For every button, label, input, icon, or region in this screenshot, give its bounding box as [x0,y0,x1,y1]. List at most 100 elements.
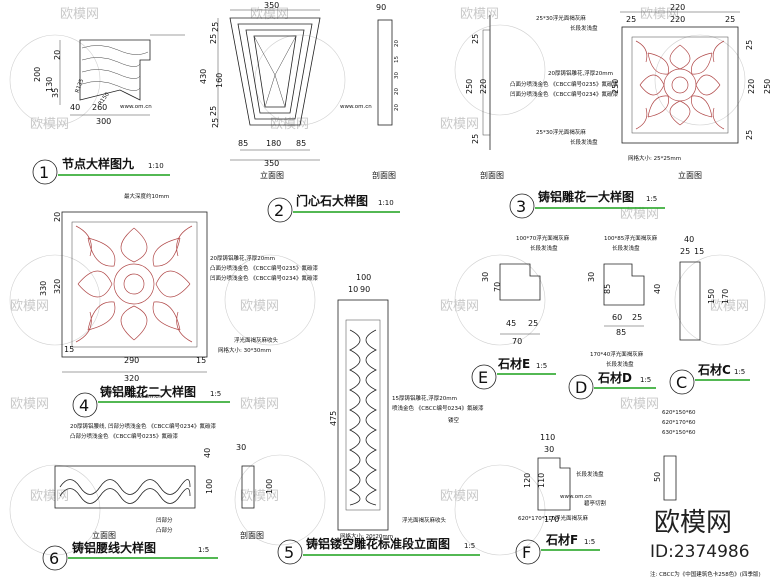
note-text: 凹面分喷浅金色 《CBCC编号0234》氟碳漆 [510,90,618,98]
dim-label: 330 [39,281,48,296]
dim-label: 15 [196,356,206,365]
watermark-text: 欧模网 [30,117,69,132]
detail-scale: 1:5 [584,538,595,546]
elevation-label: 立面图 [678,170,702,180]
note-text: 620*150*60 [662,410,696,416]
dim-label: 20 [394,104,400,111]
detail-scale: 1:5 [210,390,221,398]
watermark-site: www.om.cn [120,104,152,110]
watermark-text: 欧模网 [30,489,69,504]
note-text: 凸部分 [156,526,173,534]
dim-label: 15 [694,247,704,256]
detail-6-title: 6 铸铝腰线大样图 1:5 [42,540,218,571]
watermark-text: 欧模网 [620,397,659,412]
note-text: 凸面分喷浅金色 《CBCC编号0235》氟碳漆 [510,80,618,88]
dim-label: 85 [238,139,248,148]
watermark-text: 欧模网 [240,489,279,504]
note-text: 长段发浅盘 [612,244,640,252]
detail-5-title: 5 铸铝镂空雕花标准段立面图 1:5 [277,536,480,565]
dim-label: 290 [124,356,139,365]
watermark-text: 欧模网 [240,299,279,314]
dim-label: 90 [360,285,370,294]
dim-label: 40 [684,235,694,244]
watermark-site: www.om.cn [130,394,162,400]
dim-label: 35 [51,88,60,98]
detail-3-drawing: 25 250 220 25 25*30浮光面褐灰麻 长段发浅盘 20厚铸铝雕花,… [465,3,772,180]
watermark-text: 欧模网 [440,489,479,504]
dim-label: 60 [612,313,622,322]
detail-3-title: 3 铸铝雕花一大样图 1:5 [509,189,665,219]
note-text: 凸面分喷浅金色 《CBCC编号0235》氟碳漆 [210,264,318,272]
detail-title: 铸铝镂空雕花标准段立面图 [306,536,450,551]
stone-c-drawing: 40 25 15 150 170 [679,235,730,341]
footer-note: 注: CBCC为《中国建筑色卡258色》(四季版) [650,570,761,578]
watermark-text: 欧模网 [240,397,279,412]
detail-number: 2 [274,201,284,220]
section-label: 剖面图 [240,530,264,540]
watermark-site: www.om.cn [560,494,592,500]
dim-label: 90 [376,3,386,12]
elevation-label: 立面图 [92,530,116,540]
detail-number: D [575,378,587,397]
dim-label: 30 [236,443,246,452]
detail-title: 石材E [497,356,530,371]
detail-number: 5 [284,543,294,562]
dim-label: 45 [506,319,516,328]
dim-label: 150 [707,289,716,304]
detail-number: C [676,373,687,392]
dim-label: 10 [348,285,358,294]
dim-label: 85 [616,328,626,337]
detail-5-drawing: 100 10 90 475 15厚铸铝雕花,浮厚20mm 喷浅金色 《CBCC编… [329,273,484,540]
note-text: 碧亭切割 [584,499,607,507]
dim-label: 350 [264,1,279,10]
dim-label: 25 [471,134,480,144]
detail-4-drawing: 最大深度约10mm 330 320 20 15 290 15 320 20厚铸铝… [39,192,318,383]
dim-label: 40 [70,103,80,112]
stone-c-title: C 石材C 1:5 [669,362,750,395]
dim-label: 110 [540,433,555,442]
brand-id: ID:2374986 [650,542,750,562]
dim-label: 40 [653,284,662,294]
dim-label: 25 [209,106,218,116]
detail-1-drawing: 200 130 35 20 40 260 300 R135 R150 [33,34,185,126]
section-label: 剖面图 [372,170,396,180]
stone-e-drawing: 100*70浮光面褐灰麻 长段发浅盘 30 70 45 25 70 [481,234,570,346]
watermark-text: 欧模网 [60,7,99,22]
dim-label: 25 [725,15,735,24]
dim-label: 170 [544,515,559,524]
note-text: 20厚铸铝雕花,浮厚20mm [210,254,275,262]
elevation-label: 立面图 [260,170,284,180]
detail-number: 1 [39,163,49,182]
detail-1-title: 1 节点大样图九 1:10 [32,156,170,185]
dim-label: 300 [96,117,111,126]
note-text: 长段发浅盘 [570,138,598,146]
note-text: 15厚铸铝雕花,浮厚20mm [392,394,457,402]
note-text: 凸部分喷浅金色 《CBCC编号0235》氟碳漆 [70,432,178,440]
note-text: 喷浅金色 《CBCC编号0234》氟碳漆 [392,404,484,412]
dim-label: 475 [329,411,338,426]
stone-d-title: D 石材D 1:5 [568,370,656,400]
dim-label: 320 [53,279,62,294]
watermark-text: 欧模网 [270,117,309,132]
dim-label: 20 [53,212,62,222]
note-text: 20厚铸铝雕花,浮厚20mm [548,69,613,77]
carved-flower [75,225,193,343]
dim-label: 25 [626,15,636,24]
stone-d-drawing: 100*85浮光面褐灰麻 长段发浅盘 30 85 60 25 85 40 170… [587,234,662,368]
detail-2-title: 2 门心石大样图 1:10 [267,193,400,223]
dim-label: 25 [745,40,754,50]
dim-label: 130 [45,77,54,92]
brand-logo-text: 欧模网 [654,508,732,538]
dim-label: 180 [266,139,281,148]
note-text: 长段发浅盘 [570,24,598,32]
note-text: 620*170*60 [662,420,696,426]
note-text: 长段发浅盘 [530,244,558,252]
watermark-layer: 欧模网 欧模网 欧模网 欧模网 欧模网 欧模网 欧模网 欧模网 欧模网 欧模网 … [9,7,766,556]
note-text: 最大深度约10mm [124,192,169,200]
dim-label: 250 [465,79,474,94]
detail-scale: 1:5 [536,362,547,370]
dim-label: 260 [92,103,107,112]
dim-label: 350 [264,159,279,168]
dim-label: 25 [211,22,220,32]
